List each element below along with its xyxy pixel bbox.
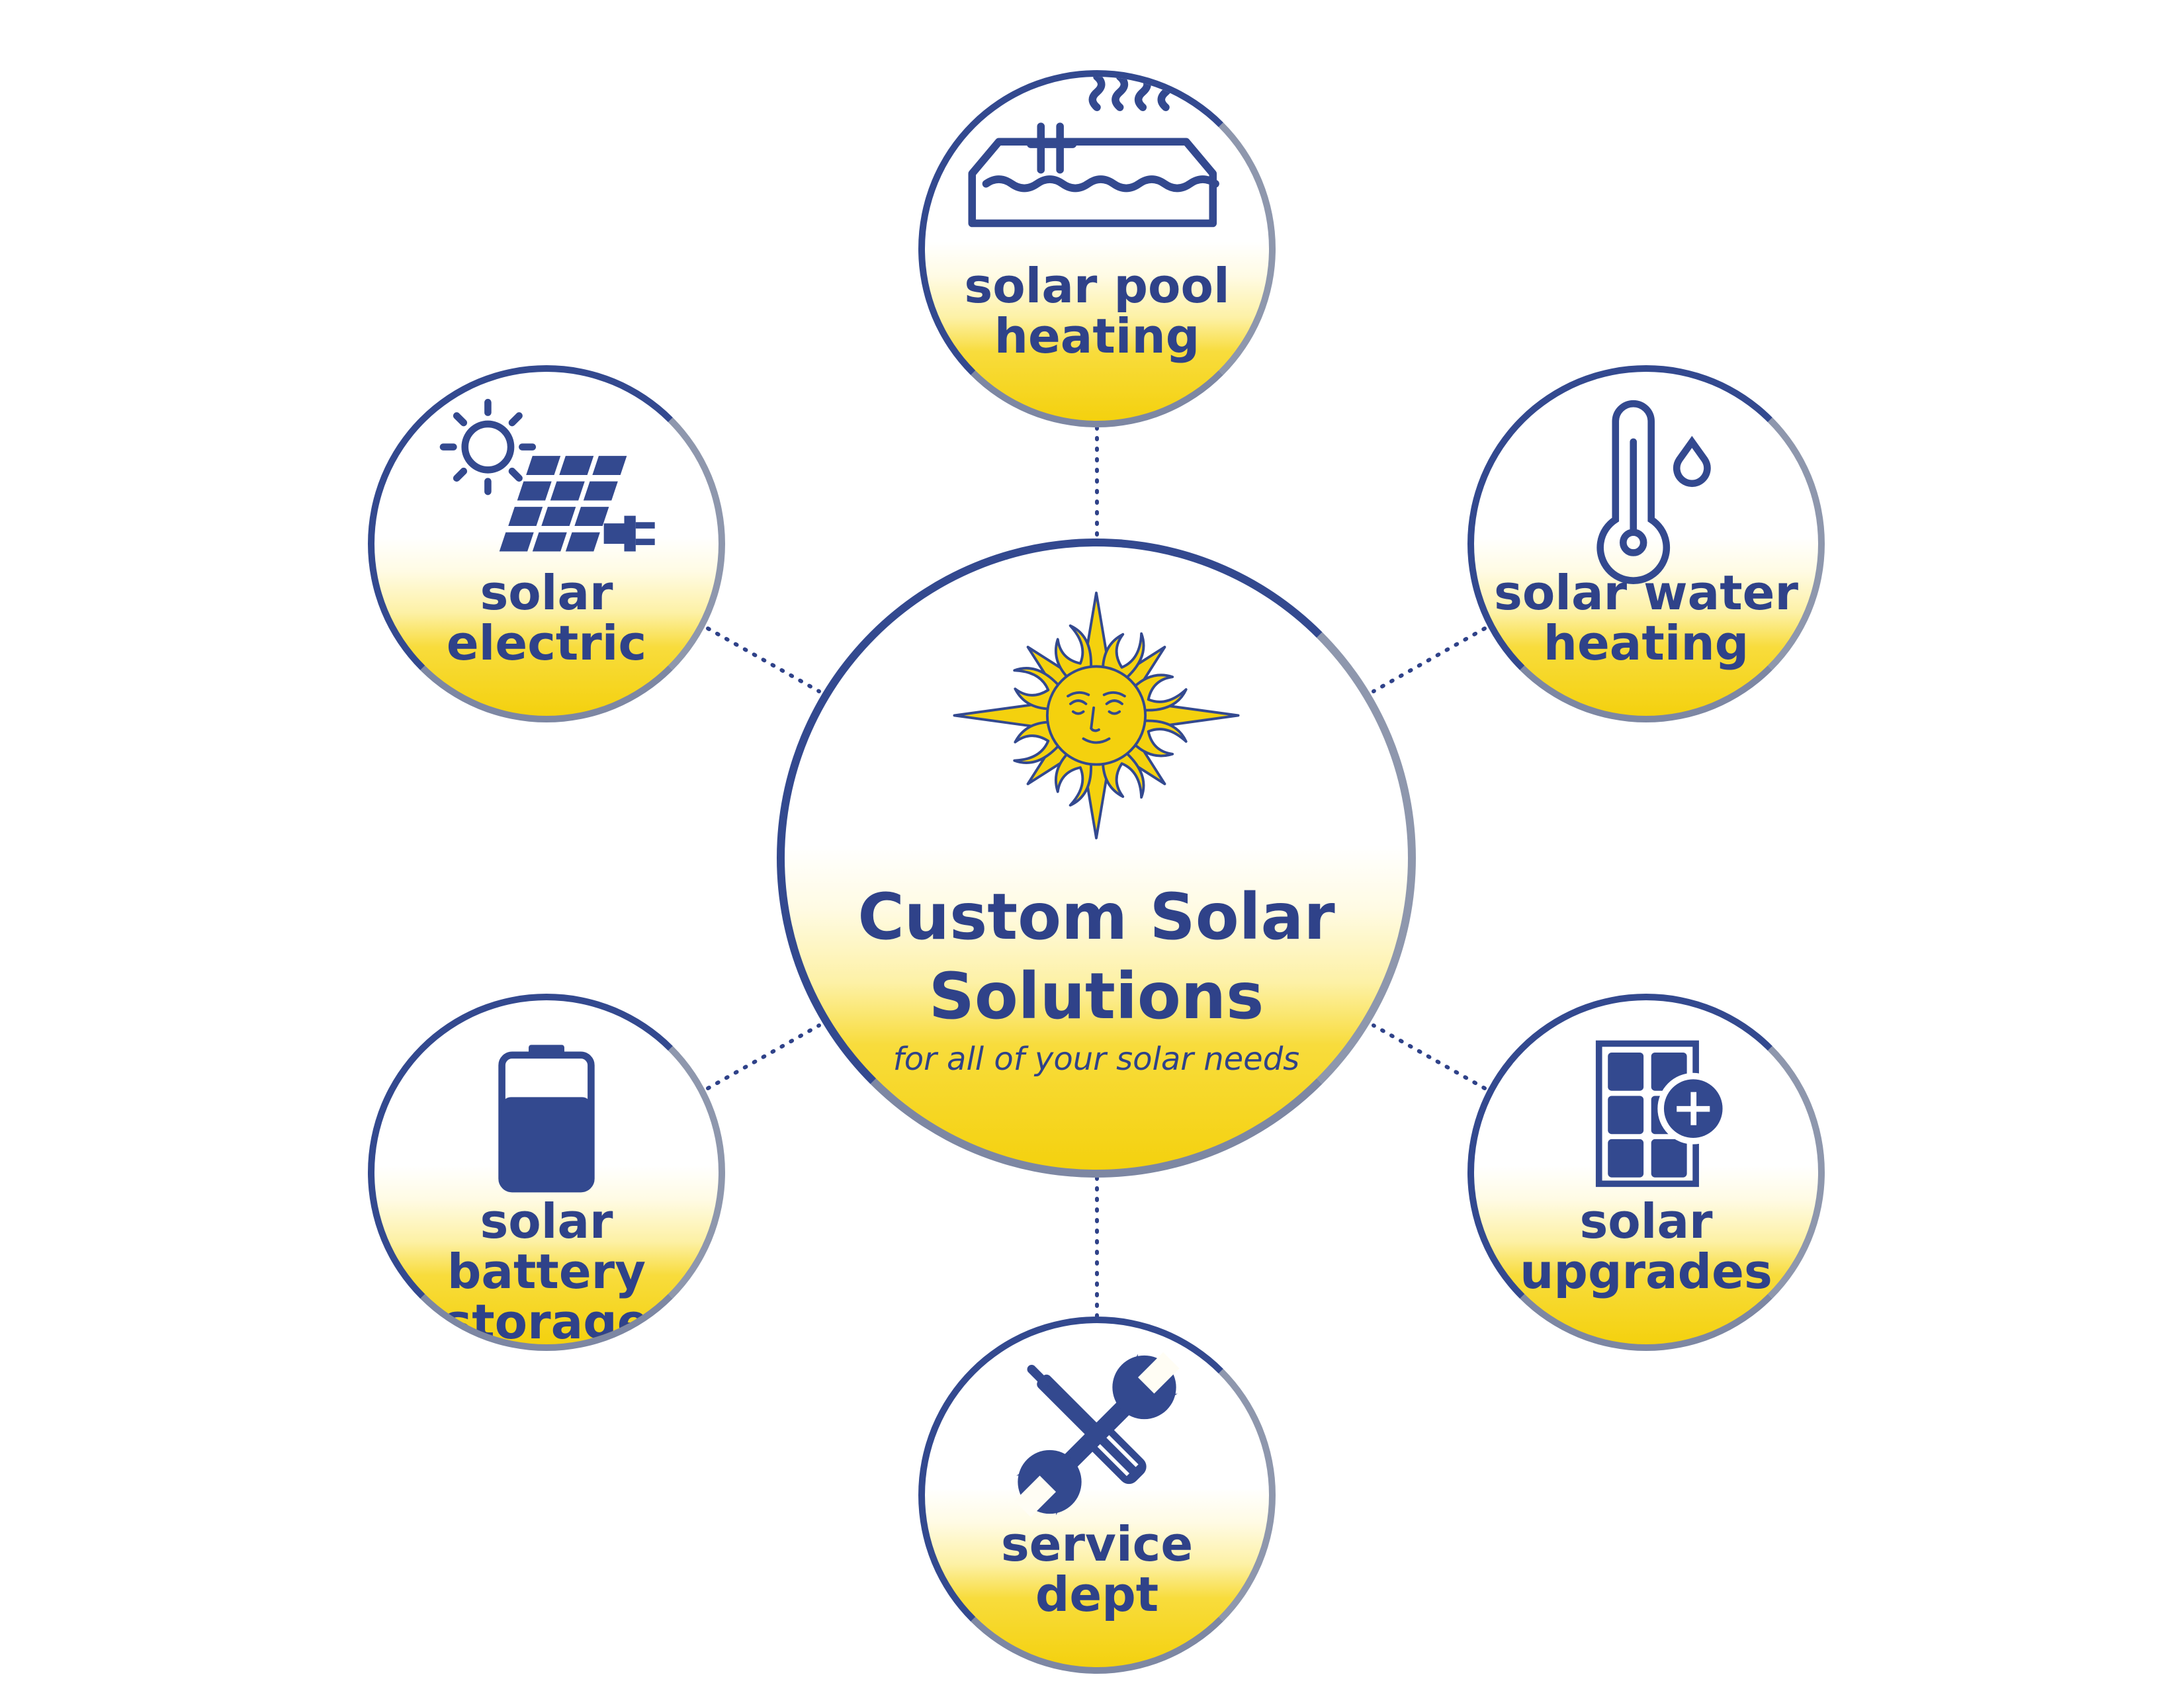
wrench-screwdriver-icon: [1014, 1352, 1180, 1518]
panel-plus-icon: [1595, 1040, 1729, 1188]
service-label-battery: solar battery storage: [443, 1193, 650, 1350]
connector-battery: [706, 1023, 821, 1090]
center-hub[interactable]: Custom Solar Solutions for all of your s…: [777, 539, 1416, 1178]
thermometer-drop-icon: [1596, 400, 1711, 584]
service-node-battery-storage[interactable]: solar battery storage: [368, 994, 725, 1351]
service-label-service: service dept: [1000, 1516, 1194, 1622]
service-node-service-dept[interactable]: service dept: [918, 1317, 1276, 1674]
service-label-upgrades: solar upgrades: [1520, 1193, 1772, 1299]
battery-icon: [498, 1045, 595, 1193]
connector-water: [1372, 627, 1487, 693]
service-label-pool: solar pool heating: [964, 258, 1230, 364]
connector-electric: [706, 627, 821, 693]
center-title: Custom Solar Solutions: [857, 880, 1335, 1033]
service-node-water-heating[interactable]: solar water heating: [1467, 365, 1825, 722]
sun-solar-panel-plug-icon: [439, 398, 655, 552]
service-node-solar-electric[interactable]: solar electric: [368, 365, 725, 722]
connector-upgrades: [1372, 1023, 1487, 1090]
center-tagline: for all of your solar needs: [893, 1041, 1300, 1078]
service-label-electric: solar electric: [446, 565, 647, 671]
sun-face-icon: [953, 591, 1240, 840]
service-node-pool-heating[interactable]: solar pool heating: [918, 70, 1276, 427]
service-node-solar-upgrades[interactable]: solar upgrades: [1467, 994, 1825, 1351]
service-label-water: solar water heating: [1493, 565, 1799, 671]
pool-heating-icon: [968, 77, 1219, 228]
